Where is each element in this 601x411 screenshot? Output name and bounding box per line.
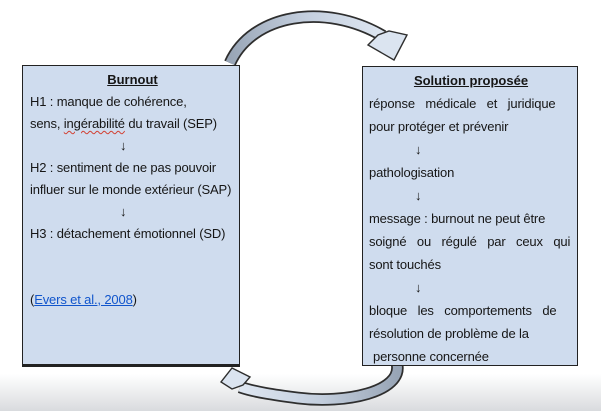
citation-open-paren: ( xyxy=(30,292,35,307)
solution-line-6: sont touchés xyxy=(369,257,441,272)
burnout-h2-line1: H2 : sentiment de ne pas pouvoir xyxy=(30,160,216,175)
solution-line-3: pathologisation xyxy=(369,165,455,180)
down-arrow-glyph: ↓ xyxy=(415,280,422,295)
arrowhead-right-icon xyxy=(366,30,409,61)
burnout-box-title: Burnout xyxy=(107,72,158,87)
solution-line-9: personne concernée xyxy=(373,349,489,364)
citation-close-paren: ) xyxy=(132,292,137,307)
solution-line-5: soigné ou régulé par ceux qui xyxy=(369,234,571,249)
burnout-box: Burnout H1 : manque de cohérence, sens, … xyxy=(22,65,240,367)
burnout-h3-line: H3 : détachement émotionnel (SD) xyxy=(30,226,226,241)
h1-line2-prefix: sens, xyxy=(30,116,64,131)
curved-arrow-top xyxy=(224,10,409,66)
down-arrow-glyph: ↓ xyxy=(415,188,422,203)
burnout-h1-line2: sens, ingérabilité du travail (SEP) xyxy=(30,113,235,135)
burnout-h1-line1: H1 : manque de cohérence, xyxy=(30,94,187,109)
down-arrow-glyph: ↓ xyxy=(120,138,127,153)
down-arrow-glyph: ↓ xyxy=(120,204,127,219)
misspelled-word: ingérabilité xyxy=(63,116,125,131)
curved-arrow-bottom xyxy=(219,362,404,406)
solution-line-2: pour protéger et prévenir xyxy=(369,119,509,134)
solution-line-8: résolution de problème de la xyxy=(369,326,529,341)
spacer-line xyxy=(30,267,235,289)
spacer-line xyxy=(30,245,235,267)
citation-link[interactable]: Evers et al., 2008 xyxy=(34,292,133,307)
solution-line-7: bloque les comportements de xyxy=(369,303,557,318)
burnout-h2-line2: influer sur le monde extérieur (SAP) xyxy=(30,182,232,197)
solution-box-title: Solution proposée xyxy=(413,73,529,88)
h1-line2-suffix: du travail (SEP) xyxy=(124,116,217,131)
citation-line: (Evers et al., 2008) xyxy=(30,289,235,311)
arrowhead-left-icon xyxy=(219,367,252,390)
down-arrow-glyph: ↓ xyxy=(415,142,422,157)
solution-line-1: réponse médicale et juridique xyxy=(369,96,556,111)
solution-line-4: message : burnout ne peut être xyxy=(369,211,546,226)
solution-box: Solution proposée réponse médicale et ju… xyxy=(362,66,578,366)
